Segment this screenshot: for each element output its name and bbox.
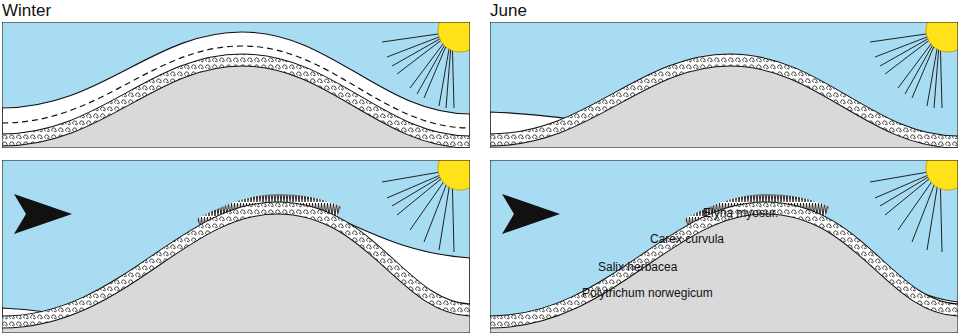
plant-name: Polytrichum norwegicum xyxy=(582,287,713,299)
panel-title: June xyxy=(490,2,527,19)
plant-name: Elyna myosur. xyxy=(703,207,778,219)
panel-title: Winter xyxy=(2,2,51,19)
plant-name: Carex curvula xyxy=(650,233,724,245)
plant-name: Salix herbacea xyxy=(598,261,677,273)
